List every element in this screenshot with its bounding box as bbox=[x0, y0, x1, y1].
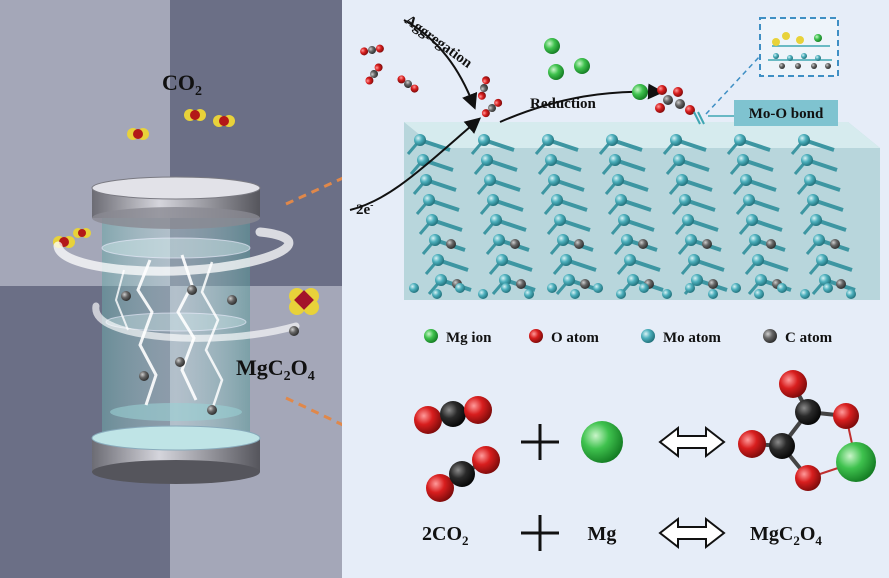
mgc2o4-molecule bbox=[738, 370, 876, 491]
left-panel: CO2 MgC2O4 bbox=[0, 0, 342, 578]
surface-oxalate bbox=[655, 85, 705, 125]
mgc2o4-glyph bbox=[289, 288, 319, 315]
small-co2-molecules bbox=[360, 44, 503, 118]
eq-metal: Mg bbox=[588, 523, 617, 545]
mg-atom bbox=[581, 421, 623, 463]
eq-reactant: 2CO2 bbox=[422, 523, 469, 548]
inset-structure bbox=[759, 17, 839, 77]
bond-label-box bbox=[734, 100, 838, 126]
legend: Mg ion O atom Mo atom C atom bbox=[424, 329, 833, 346]
mo-o-bond-label: Mo-O bond bbox=[749, 106, 824, 122]
right-panel: Mo-O bond Aggregation Reduction 2e- Mg i… bbox=[342, 0, 889, 578]
gas-flow-ribbon bbox=[53, 227, 300, 342]
aggregation-arrow bbox=[403, 19, 478, 110]
legend-o-swatch bbox=[529, 329, 543, 343]
eq-product: MgC2O4 bbox=[750, 523, 822, 548]
legend-c-label: C atom bbox=[785, 330, 833, 346]
equilibrium-arrow-top bbox=[658, 425, 726, 459]
mg-ions bbox=[544, 38, 648, 100]
electrons-label: 2e- bbox=[356, 200, 374, 218]
plus-sign-top bbox=[521, 424, 559, 460]
legend-c-swatch bbox=[763, 329, 777, 343]
co2-molecule-2 bbox=[426, 446, 500, 502]
legend-mo-label: Mo atom bbox=[663, 330, 721, 346]
equilibrium-arrow-bottom bbox=[658, 516, 726, 550]
plasma-reactor bbox=[91, 176, 261, 484]
legend-mo-swatch bbox=[641, 329, 655, 343]
legend-mg-label: Mg ion bbox=[446, 330, 492, 346]
legend-mg-swatch bbox=[424, 329, 438, 343]
mo2c-lattice bbox=[404, 122, 880, 300]
electron-arrow bbox=[349, 117, 482, 211]
co2-label: CO2 bbox=[162, 70, 202, 99]
inset-pointer bbox=[705, 55, 761, 115]
reduction-label: Reduction bbox=[530, 96, 596, 112]
plus-sign-bottom bbox=[521, 515, 559, 551]
legend-o-label: O atom bbox=[551, 330, 599, 346]
co2-molecule-1 bbox=[414, 396, 492, 434]
mgc2o4-label: MgC2O4 bbox=[236, 355, 315, 384]
